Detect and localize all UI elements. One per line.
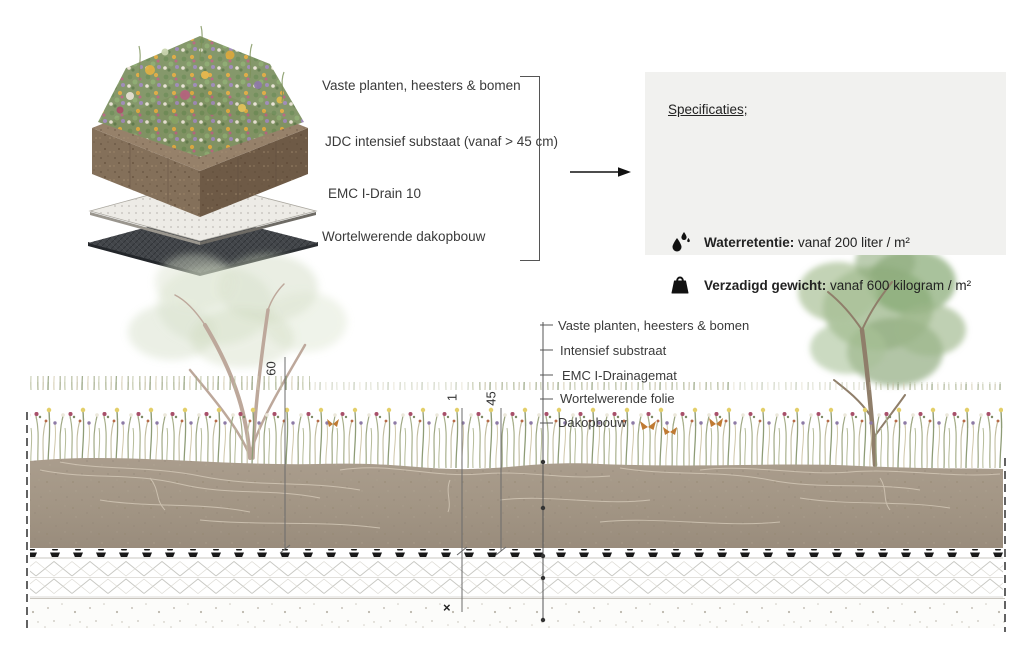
exploded-label-plants: Vaste planten, heesters & bomen xyxy=(322,78,521,93)
spec-row-water-retention: Waterretentie: vanaf 200 liter / m² xyxy=(668,230,910,254)
dimension-60: 60 xyxy=(263,361,279,376)
left-tree-art xyxy=(128,254,347,460)
dimension-lines xyxy=(279,357,507,612)
vegetation-cluster-art xyxy=(98,25,304,157)
section-label-substrate: Intensief substraat xyxy=(560,343,667,358)
layer-pointer-line xyxy=(540,322,553,623)
section-label-plants: Vaste planten, heesters & bomen xyxy=(558,318,750,333)
exploded-label-roof: Wortelwerende dakopbouw xyxy=(322,229,486,244)
section-x-mark: × xyxy=(443,600,451,615)
drainage-studs-art xyxy=(30,549,1003,559)
zigzag-layers-art xyxy=(30,559,1003,598)
spec-text-water: Waterretentie: vanaf 200 liter / m² xyxy=(704,235,910,250)
label-bracket xyxy=(520,76,540,261)
flow-arrow xyxy=(570,167,631,177)
spec-label-water: Waterretentie: xyxy=(704,234,795,250)
exploded-label-drain: EMC I-Drain 10 xyxy=(328,186,422,201)
spec-text-weight: Verzadigd gewicht: vanaf 600 kilogram / … xyxy=(704,278,971,293)
exploded-stack-illustration xyxy=(88,25,318,276)
cross-section-illustration xyxy=(26,240,1006,632)
section-label-drainmat: EMC I-Drainagemat xyxy=(562,368,677,383)
spec-value-water: vanaf 200 liter / m² xyxy=(794,234,910,250)
specifications-title: Specificaties; xyxy=(668,102,748,117)
spec-row-saturated-weight: Verzadigd gewicht: vanaf 600 kilogram / … xyxy=(668,273,971,297)
meadow-grass-art xyxy=(30,376,1003,472)
section-label-folie: Wortelwerende folie xyxy=(560,391,675,406)
butterflies-art xyxy=(327,418,723,435)
dimension-1: 1 xyxy=(444,393,460,402)
spec-value-weight: vanaf 600 kilogram / m² xyxy=(826,277,972,293)
soil-layer-art xyxy=(30,457,1003,548)
concrete-deck-art xyxy=(30,598,1005,628)
exploded-label-substrate: JDC intensief substaat (vanaf > 45 cm) xyxy=(325,134,558,149)
section-label-dakopbouw: Dakopbouw xyxy=(558,415,627,430)
water-drops-icon xyxy=(672,232,690,252)
weight-icon xyxy=(671,276,689,294)
dimension-45: 45 xyxy=(483,391,499,406)
specifications-panel: Specificaties; Waterretentie: vanaf 200 … xyxy=(645,72,1006,294)
spec-label-weight: Verzadigd gewicht: xyxy=(704,277,827,293)
